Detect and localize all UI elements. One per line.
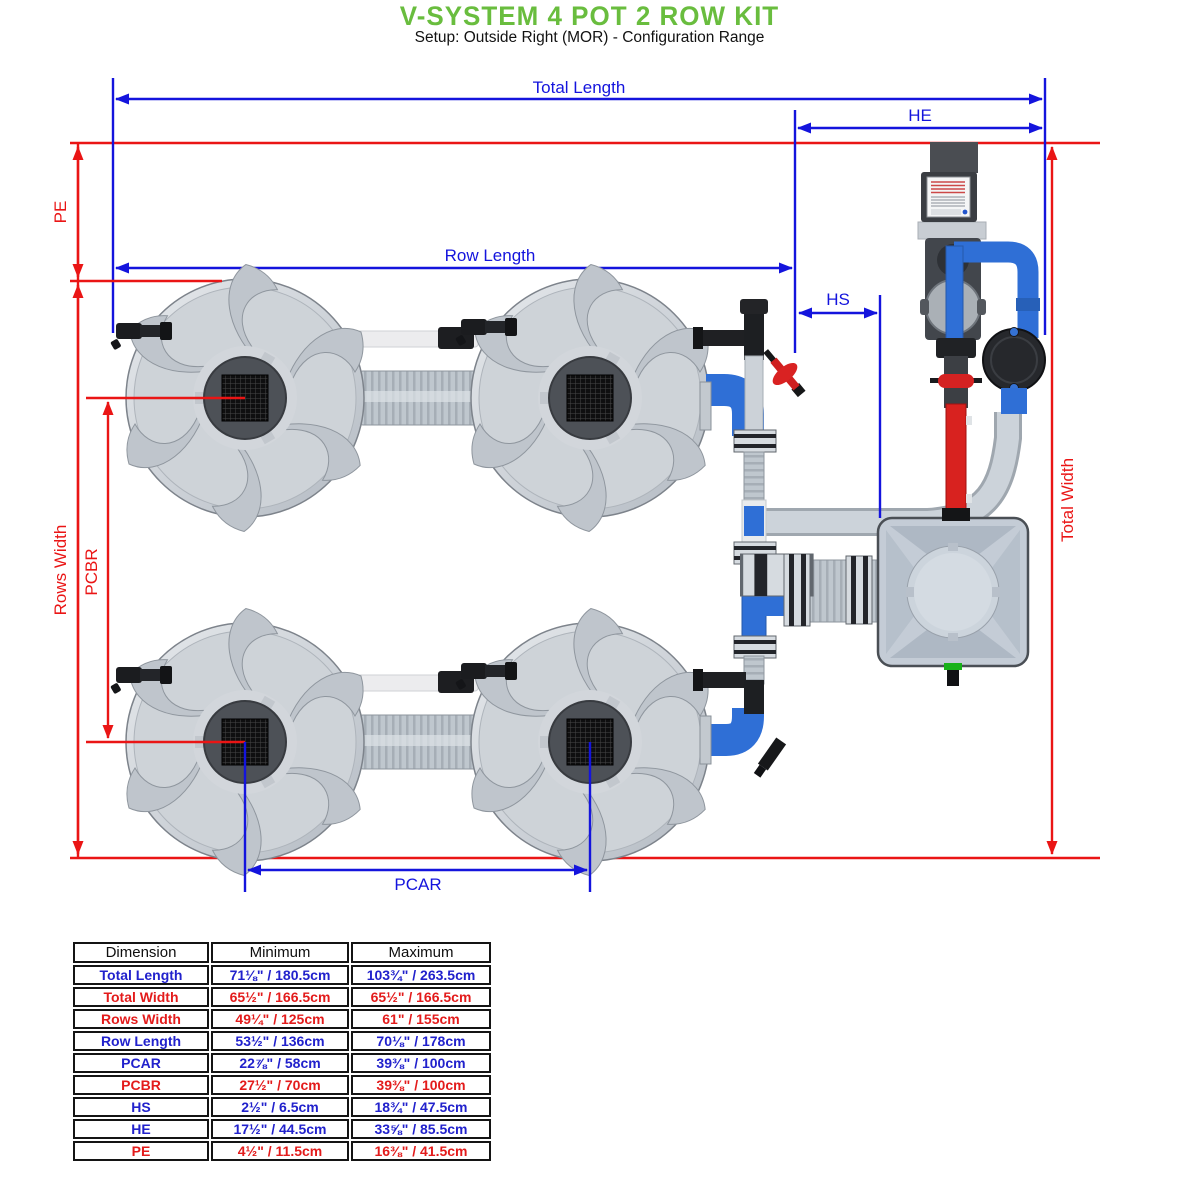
manifold-gray-pipe [744,355,764,435]
blue-loop-pipe [954,241,1039,338]
spec-cell-min: 53½" / 136cm [211,1031,349,1051]
dim-label-pcar: PCAR [394,875,441,894]
spec-cell-dimension: Row Length [73,1031,209,1051]
pump-outlet-fitting [1001,388,1027,414]
dim-label-total-length: Total Length [533,78,626,97]
spec-cell-max: 65½" / 166.5cm [351,987,491,1007]
spec-cell-dimension: PCBR [73,1075,209,1095]
spec-col-minimum: Minimum [211,942,349,963]
spec-cell-dimension: HS [73,1097,209,1117]
reservoir-drain-seal [944,663,962,670]
spec-cell-max: 61" / 155cm [351,1009,491,1029]
spec-cell-min: 22⅞" / 58cm [211,1053,349,1073]
dim-label-pcbr: PCBR [82,548,101,595]
spec-cell-max: 70⅛" / 178cm [351,1031,491,1051]
red-down-pipe [945,403,967,511]
pot-2 [469,259,711,537]
dim-label-row-length: Row Length [445,246,536,265]
dim-label-total-width: Total Width [1058,458,1077,542]
dim-label-rows-width: Rows Width [51,525,70,616]
spec-cell-dimension: Total Width [73,987,209,1007]
circulation-pump [982,328,1046,392]
dimension-labels: Total Length HE Row Length HS PCAR PE Ro… [51,78,1077,894]
spec-cell-min: 4½" / 11.5cm [211,1141,349,1161]
spec-cell-max: 18¾" / 47.5cm [351,1097,491,1117]
spec-cell-min: 65½" / 166.5cm [211,987,349,1007]
controller-bracket [917,221,987,240]
return-hose [766,412,1022,536]
manifold-elbow-top [706,374,764,436]
spec-cell-dimension: HE [73,1119,209,1139]
controller-cap [930,142,978,173]
spec-cell-min: 71⅛" / 180.5cm [211,965,349,985]
reservoir-drain-plug [947,670,959,686]
page-subtitle: Setup: Outside Right (MOR) - Configurati… [414,29,765,46]
interpot-pipes [355,370,483,770]
spec-table-header-row: Dimension Minimum Maximum [73,942,491,963]
manifold-drain-barb [753,737,787,778]
spec-cell-max: 103¾" / 263.5cm [351,965,491,985]
spec-cell-dimension: Rows Width [73,1009,209,1029]
doser-assembly [917,142,1046,521]
black-tee-fitting [936,338,976,358]
spec-cell-dimension: PCAR [73,1053,209,1073]
dimension-lines-overlay [70,279,882,892]
reservoir-feed-pipe [739,552,885,627]
page-title: V-SYSTEM 4 POT 2 ROW KIT [399,0,780,32]
manifold-elbow-bottom [706,708,764,756]
spec-cell-max: 16⅜" / 41.5cm [351,1141,491,1161]
manifold-bottom-barb [700,672,746,688]
spec-cell-dimension: PE [73,1141,209,1161]
spec-cell-max: 39⅜" / 100cm [351,1075,491,1095]
reservoir [876,516,1030,686]
manifold-red-valve [763,349,806,398]
manifold-bottom-tee [744,680,764,714]
spec-col-maximum: Maximum [351,942,491,963]
spec-cell-min: 17½" / 44.5cm [211,1119,349,1139]
spec-cell-max: 33⅝" / 85.5cm [351,1119,491,1139]
dim-label-he: HE [908,106,932,125]
dim-label-hs: HS [826,290,850,309]
dim-label-pe: PE [51,201,70,224]
spec-cell-min: 49¼" / 125cm [211,1009,349,1029]
manifold-top-barb [700,330,746,346]
manifold [693,299,806,778]
manifold-top-tee [744,300,764,360]
spec-cell-min: 2½" / 6.5cm [211,1097,349,1117]
red-shutoff-valve [938,374,974,388]
spec-col-dimension: Dimension [73,942,209,963]
spec-cell-max: 39⅜" / 100cm [351,1053,491,1073]
spec-cell-min: 27½" / 70cm [211,1075,349,1095]
spec-cell-dimension: Total Length [73,965,209,985]
